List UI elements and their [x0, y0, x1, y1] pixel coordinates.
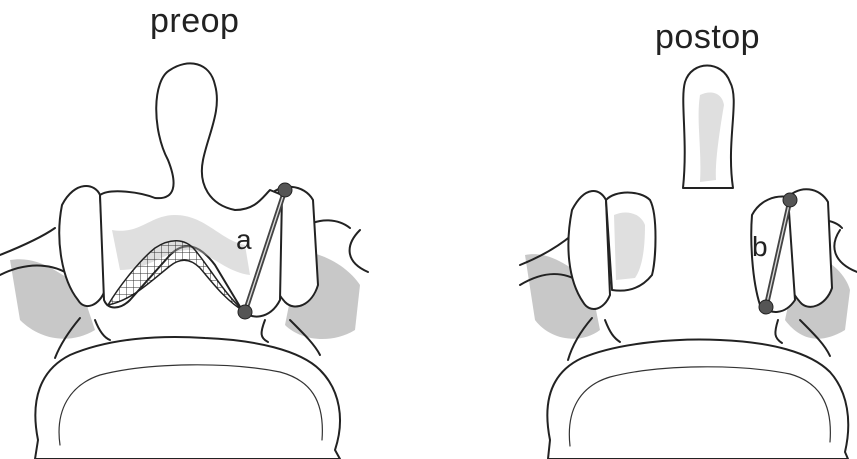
postop-panel: b: [520, 66, 857, 459]
postop-marker-bottom: [759, 300, 773, 314]
preop-panel: a: [0, 63, 368, 459]
preop-marker-top: [278, 183, 292, 197]
postop-vertebral-body: [547, 340, 848, 459]
postop-marker-top: [783, 193, 797, 207]
preop-marker-label: a: [236, 224, 252, 255]
preop-vertebral-body: [35, 337, 340, 459]
postop-marker-label: b: [752, 231, 768, 262]
preop-marker-bottom: [238, 305, 252, 319]
